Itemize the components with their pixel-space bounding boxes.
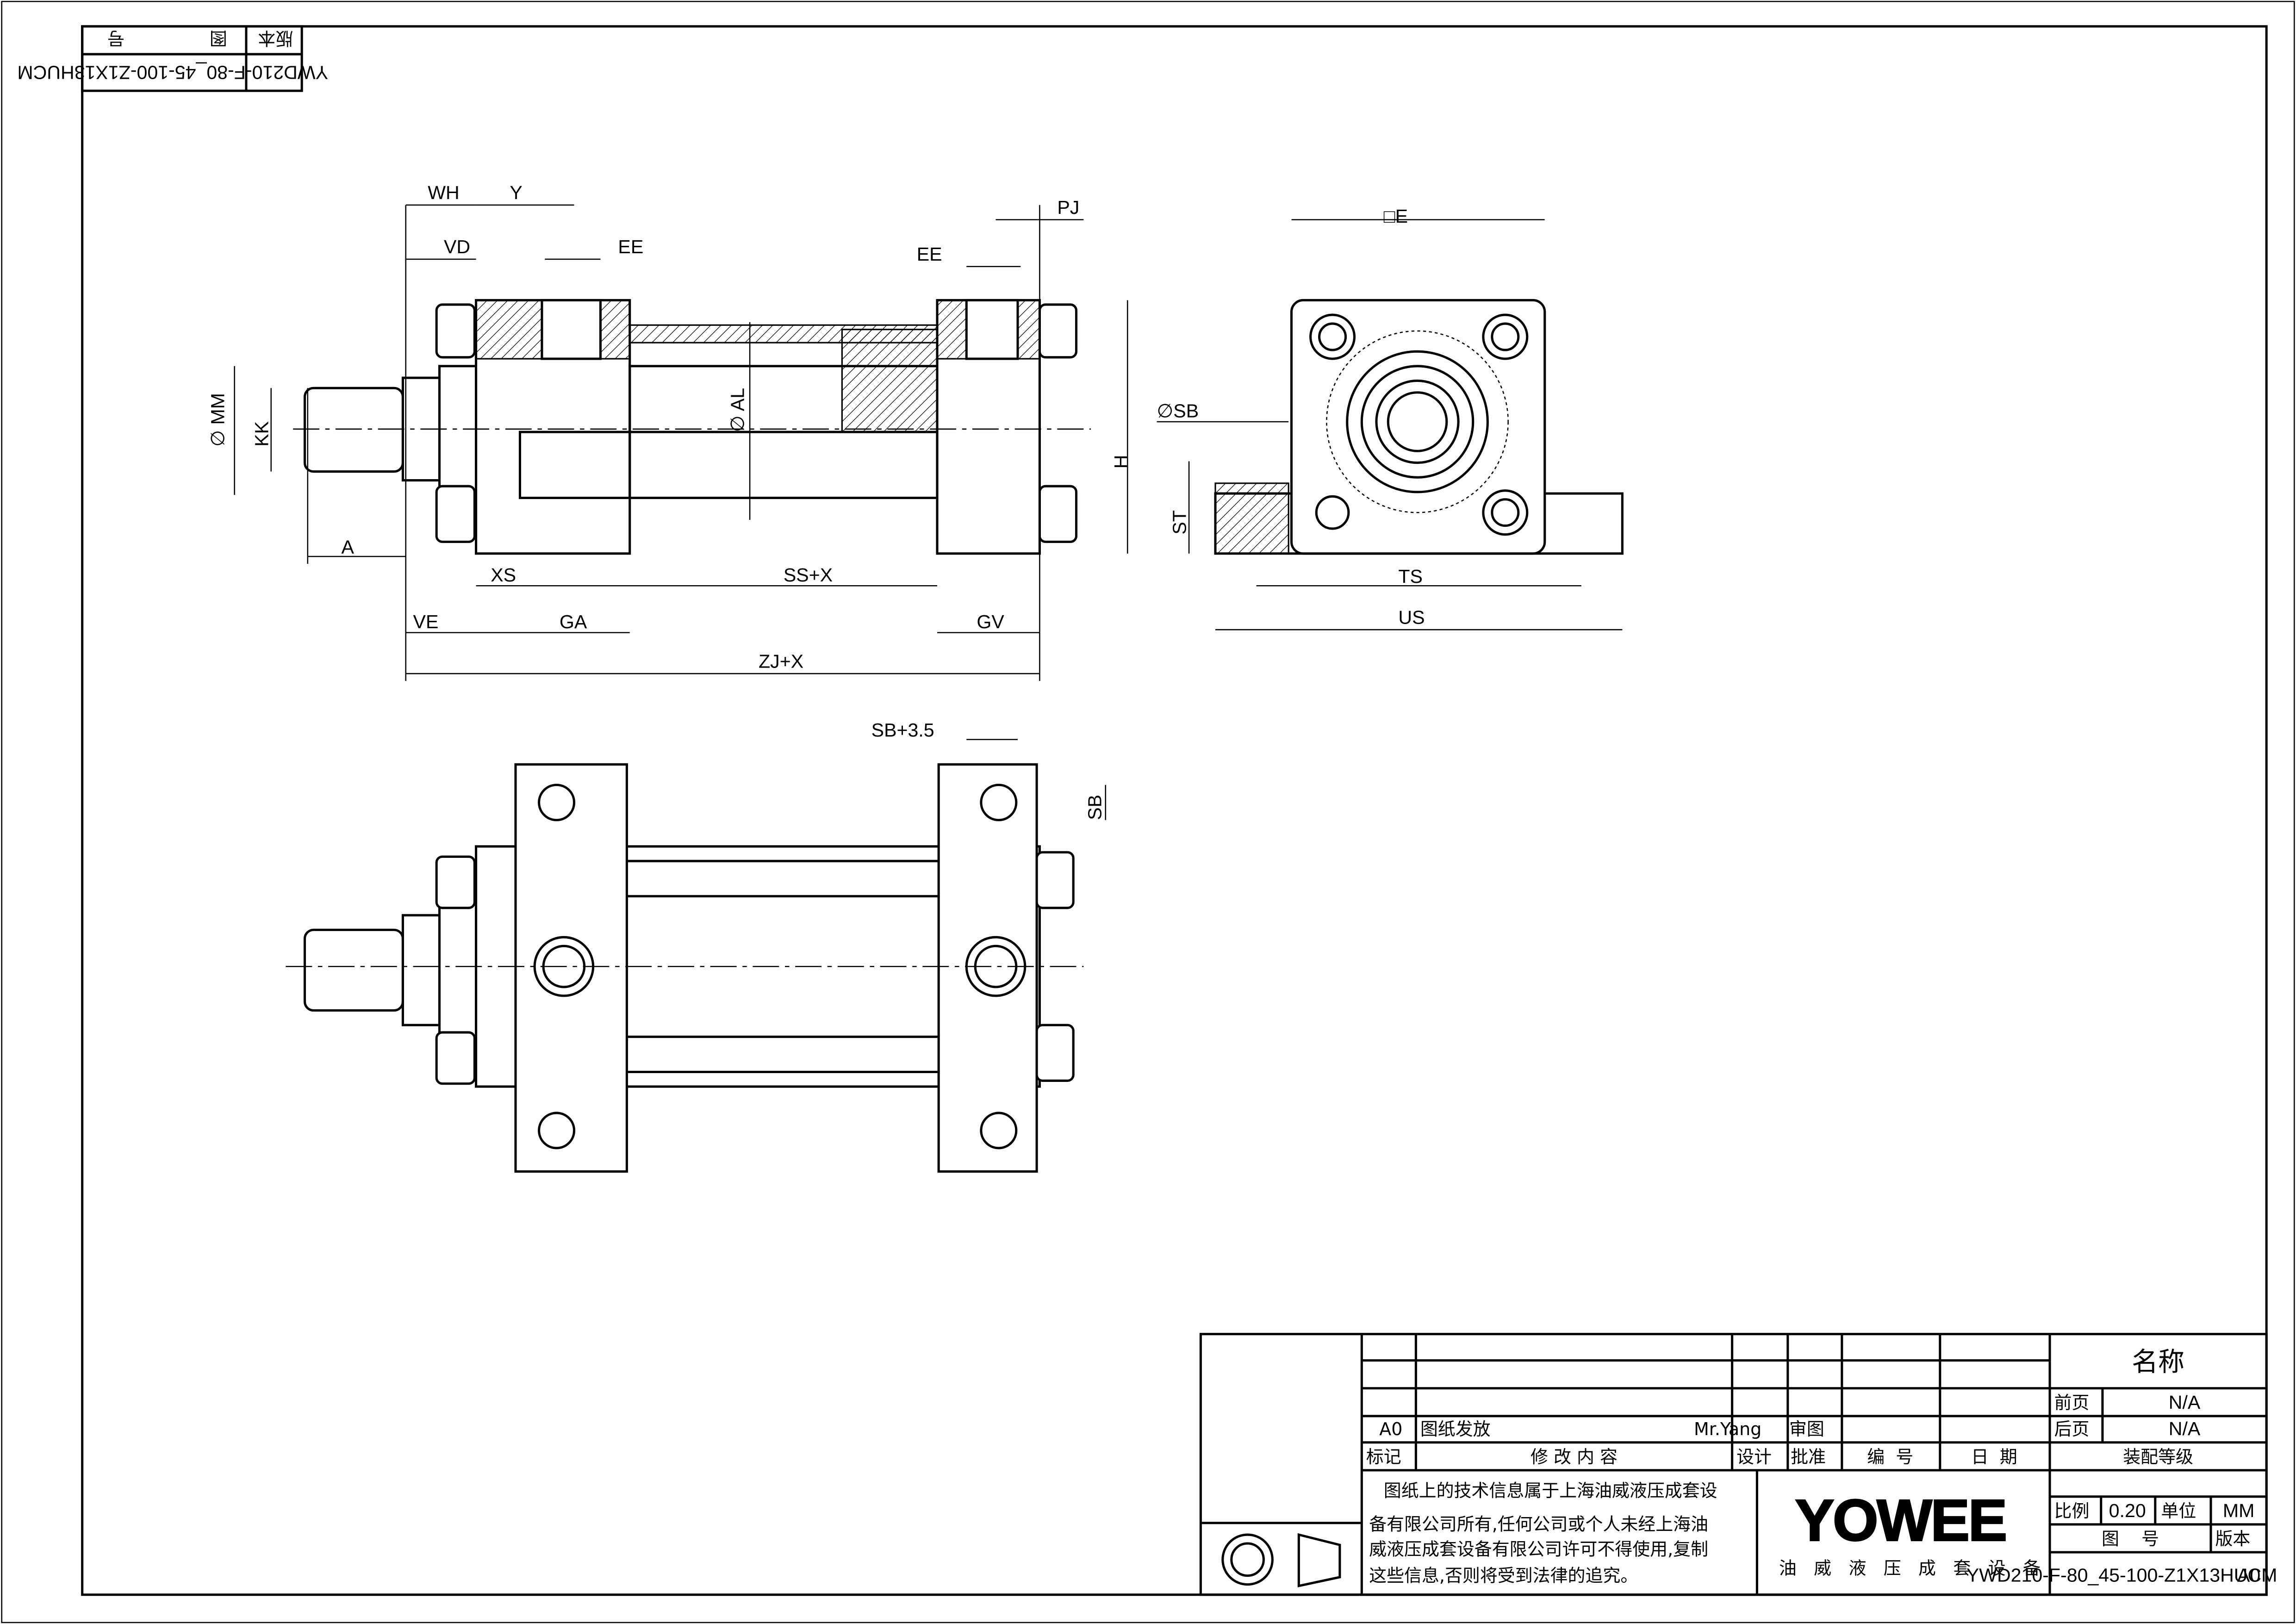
- dim-zj-x: ZJ+X: [759, 650, 803, 672]
- hdr-design: 设计: [1736, 1447, 1772, 1467]
- next-page: N/A: [2169, 1418, 2201, 1439]
- drawing-no: YWD210-F-80_45-100-Z1X13HUCM: [1966, 1564, 2277, 1586]
- bolt-heads: [1309, 313, 1529, 536]
- rev-mark: A0: [1379, 1419, 1402, 1439]
- prev-page-label: 前页: [2054, 1393, 2090, 1413]
- dim-gv: GV: [977, 611, 1004, 632]
- dim-kk: KK: [251, 421, 272, 447]
- dim-y: Y: [510, 182, 522, 203]
- hdr-mark: 标记: [1366, 1447, 1401, 1467]
- dim-ve: VE: [413, 611, 439, 632]
- dim-a: A: [342, 537, 355, 558]
- dim-e: □E: [1384, 206, 1408, 227]
- corner-header-mid: 图: [210, 28, 227, 49]
- hdr-number: 编 号: [1867, 1447, 1913, 1467]
- drawing-no-label: 图 号: [2102, 1529, 2159, 1549]
- hdr-approve: 批准: [1791, 1447, 1826, 1467]
- unit-value: MM: [2223, 1500, 2255, 1521]
- copyright-line-2: 备有限公司所有,任何公司或个人未经上海油: [1369, 1514, 1708, 1535]
- title-block: A0 图纸发放 Mr.Yang 审图 标记 修 改 内 容 设计 批准 编 号 …: [1199, 1333, 2277, 1596]
- company-name: 油 威 液 压 成 套 设 备: [1779, 1558, 2047, 1578]
- dim-sb-3-5: SB+3.5: [871, 719, 934, 741]
- dim-wh: WH: [428, 182, 460, 203]
- corner-header-left: 号: [107, 28, 124, 49]
- rev-content: 图纸发放: [1420, 1419, 1491, 1439]
- front-view-dimensions: WH Y VD EE EE PJ ∅ MM KK ∅ AL A XS SS+X …: [207, 182, 1084, 681]
- dim-ee-head: EE: [618, 236, 643, 257]
- name-label: 名称: [2132, 1347, 2184, 1377]
- next-page-label: 后页: [2054, 1419, 2090, 1439]
- assembly-grade: 装配等级: [2123, 1447, 2193, 1467]
- dim-h: H: [1110, 455, 1132, 469]
- dim-mm: ∅ MM: [207, 393, 229, 447]
- hdr-content: 修 改 内 容: [1531, 1447, 1618, 1467]
- unit-label: 单位: [2161, 1501, 2196, 1521]
- dim-sb-slot: SB: [1084, 795, 1105, 820]
- version-value: A0: [2237, 1564, 2260, 1586]
- dim-xs: XS: [491, 564, 516, 586]
- scale-label: 比例: [2054, 1501, 2090, 1521]
- dim-ts: TS: [1398, 566, 1423, 587]
- corner-header-right: 版本: [258, 28, 293, 49]
- company-logo: YOWEE: [1795, 1487, 2006, 1553]
- rev-approver: 审图: [1789, 1419, 1824, 1439]
- dim-sb: ∅SB: [1157, 400, 1199, 422]
- version-label: 版本: [2215, 1529, 2250, 1549]
- prev-page: N/A: [2169, 1392, 2201, 1413]
- dim-st: ST: [1169, 510, 1190, 535]
- dim-us: US: [1398, 607, 1425, 628]
- corner-code: YWD210-F-80_45-100-Z1X13HUCM: [17, 62, 328, 83]
- dim-al: ∅ AL: [727, 388, 748, 432]
- dim-pj: PJ: [1057, 197, 1079, 218]
- dim-vd: VD: [444, 236, 470, 257]
- rev-designer: Mr.Yang: [1694, 1419, 1761, 1439]
- copyright-line-4: 这些信息,否则将受到法律的追究。: [1369, 1565, 1638, 1586]
- dim-ss-x: SS+X: [784, 564, 833, 586]
- inner-border: [81, 25, 2268, 1596]
- dim-ga: GA: [560, 611, 587, 632]
- copyright-line-1: 图纸上的技术信息属于上海油威液压成套设: [1384, 1480, 1717, 1501]
- dim-ee-cap: EE: [917, 244, 942, 265]
- copyright-line-3: 威液压成套设备有限公司许可不得使用,复制: [1369, 1539, 1708, 1559]
- projection-symbol-icon: [1221, 1533, 1341, 1587]
- scale-value: 0.20: [2109, 1500, 2146, 1521]
- corner-box: 号 图 版本 YWD210-F-80_45-100-Z1X13HUCM: [17, 25, 328, 92]
- side-view: □E ∅SB H ST TS US: [1110, 206, 1624, 631]
- front-view: [293, 299, 1091, 555]
- top-view: SB+3.5 SB: [286, 719, 1107, 1173]
- hdr-date: 日 期: [1971, 1447, 2017, 1467]
